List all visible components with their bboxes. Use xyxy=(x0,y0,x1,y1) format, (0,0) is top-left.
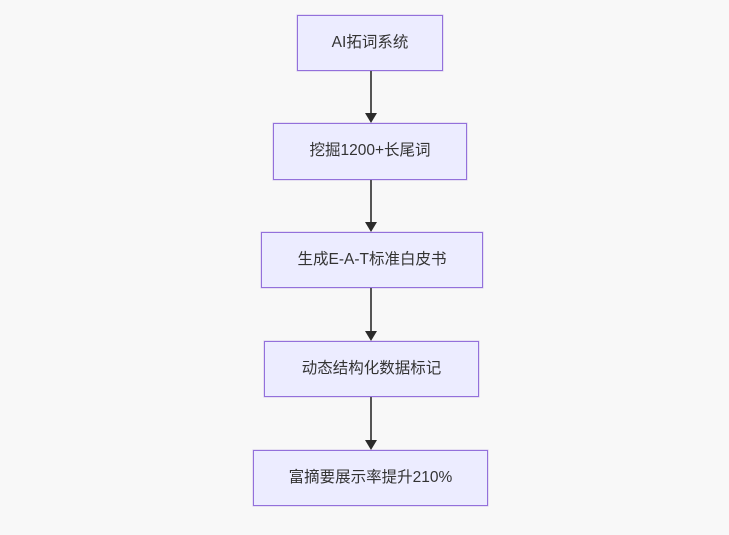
arrow-down-icon xyxy=(364,397,377,450)
node-label: 生成E-A-T标准白皮书 xyxy=(297,250,447,268)
flow-node-rich-snippet-result: 富摘要展示率提升210% xyxy=(253,450,488,506)
node-label: 挖掘1200+长尾词 xyxy=(309,142,431,160)
flow-node-structured-data-markup: 动态结构化数据标记 xyxy=(264,341,479,397)
arrow-down-icon xyxy=(364,180,377,232)
arrowhead-icon xyxy=(364,331,377,341)
arrow-down-icon xyxy=(364,288,377,341)
node-label: 动态结构化数据标记 xyxy=(301,359,442,377)
node-label: 富摘要展示率提升210% xyxy=(288,468,453,486)
arrow-down-icon xyxy=(364,71,377,123)
arrow-line xyxy=(369,71,372,115)
arrow-line xyxy=(369,180,372,224)
arrowhead-icon xyxy=(364,222,377,232)
arrowhead-icon xyxy=(364,440,377,450)
flow-node-longtail-mining: 挖掘1200+长尾词 xyxy=(273,123,467,180)
flow-node-eat-whitepaper: 生成E-A-T标准白皮书 xyxy=(261,232,483,288)
arrow-line xyxy=(369,397,372,442)
arrowhead-icon xyxy=(364,113,377,123)
node-label: AI拓词系统 xyxy=(331,33,409,51)
flow-node-ai-keyword-system: AI拓词系统 xyxy=(297,15,443,71)
arrow-line xyxy=(369,288,372,333)
